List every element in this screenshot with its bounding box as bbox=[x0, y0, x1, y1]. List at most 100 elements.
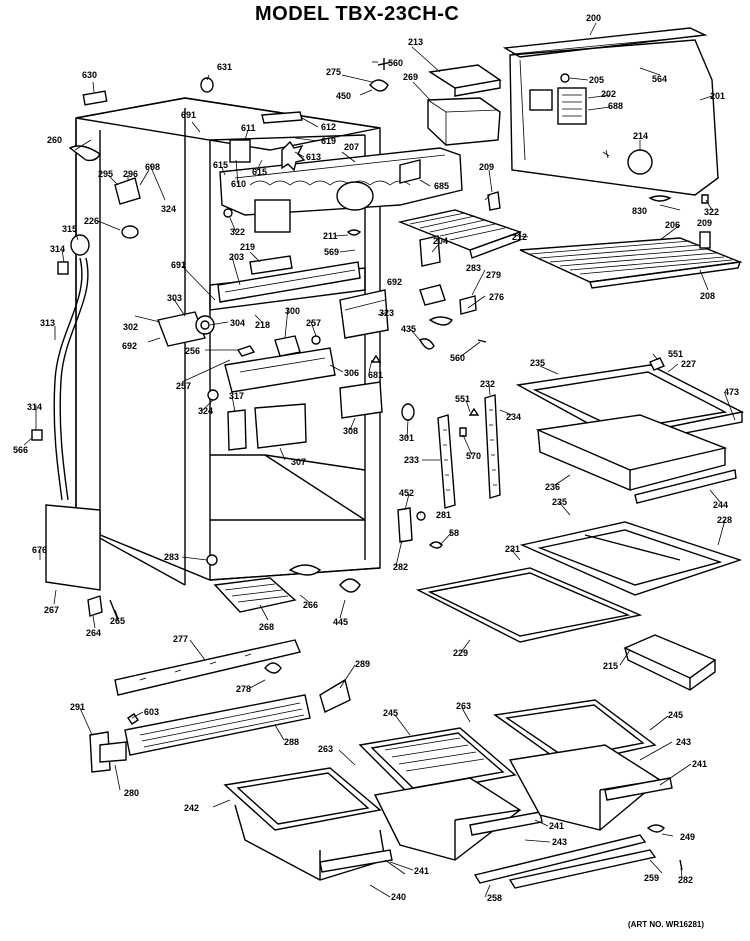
label-229: 229 bbox=[453, 648, 468, 658]
label-692-right: 692 bbox=[387, 277, 402, 287]
label-256: 256 bbox=[185, 346, 200, 356]
label-232: 232 bbox=[480, 379, 495, 389]
meat-pan-242 bbox=[223, 767, 393, 881]
label-314-top: 314 bbox=[50, 244, 65, 254]
bottom-grille-288 bbox=[89, 639, 351, 773]
machine-compartment-parts bbox=[87, 554, 361, 621]
label-226: 226 bbox=[84, 216, 99, 226]
label-289: 289 bbox=[355, 659, 370, 669]
label-213: 213 bbox=[408, 37, 423, 47]
label-279: 279 bbox=[486, 270, 501, 280]
label-263-top: 263 bbox=[456, 701, 471, 711]
label-322-mid: 322 bbox=[230, 227, 245, 237]
label-613: 613 bbox=[306, 152, 321, 162]
control-panel-302 bbox=[157, 311, 301, 357]
label-234: 234 bbox=[506, 412, 521, 422]
label-276: 276 bbox=[489, 292, 504, 302]
pan-cover-245-right bbox=[493, 699, 657, 766]
pan-cover-245-left bbox=[358, 727, 517, 796]
label-615-mid: 615 bbox=[252, 167, 267, 177]
label-215: 215 bbox=[603, 661, 618, 671]
label-473: 473 bbox=[724, 387, 739, 397]
label-313: 313 bbox=[40, 318, 55, 328]
label-315: 315 bbox=[62, 224, 77, 234]
label-323: 323 bbox=[379, 308, 394, 318]
label-231: 231 bbox=[505, 544, 520, 554]
label-551-mid: 551 bbox=[455, 394, 470, 404]
label-249: 249 bbox=[680, 832, 695, 842]
label-206: 206 bbox=[665, 220, 680, 230]
label-241-mid: 241 bbox=[549, 821, 564, 831]
label-303: 303 bbox=[167, 293, 182, 303]
label-564: 564 bbox=[652, 74, 667, 84]
label-266: 266 bbox=[303, 600, 318, 610]
label-58: 58 bbox=[449, 528, 459, 538]
label-324-top: 324 bbox=[161, 204, 176, 214]
label-324-lower: 324 bbox=[198, 406, 213, 416]
label-258: 258 bbox=[487, 893, 502, 903]
label-240: 240 bbox=[391, 892, 406, 902]
label-322-top: 322 bbox=[704, 207, 719, 217]
left-side-parts bbox=[31, 77, 214, 591]
label-300: 300 bbox=[285, 306, 300, 316]
label-265: 265 bbox=[110, 616, 125, 626]
leader-lines bbox=[23, 22, 736, 898]
label-257-upper: 257 bbox=[306, 318, 321, 328]
label-209-mid: 209 bbox=[479, 162, 494, 172]
crisper-drawer-243-right bbox=[508, 744, 673, 831]
crisper-drawer-243-left bbox=[373, 777, 543, 861]
label-227: 227 bbox=[681, 359, 696, 369]
label-211: 211 bbox=[323, 231, 338, 241]
label-235-upper: 235 bbox=[530, 358, 545, 368]
crisper-cover-236 bbox=[535, 414, 737, 504]
art-number: (ART NO. WR16281) bbox=[628, 920, 705, 929]
label-306: 306 bbox=[344, 368, 359, 378]
pan-slides-258-259 bbox=[473, 824, 683, 889]
label-611: 611 bbox=[241, 123, 256, 133]
label-619: 619 bbox=[321, 136, 336, 146]
label-445: 445 bbox=[333, 617, 348, 627]
label-218: 218 bbox=[255, 320, 270, 330]
label-209: 209 bbox=[697, 218, 712, 228]
label-257-lower: 257 bbox=[176, 381, 191, 391]
label-241-low: 241 bbox=[414, 866, 429, 876]
label-566: 566 bbox=[13, 445, 28, 455]
label-201: 201 bbox=[710, 91, 725, 101]
label-269: 269 bbox=[403, 72, 418, 82]
label-241-right: 241 bbox=[692, 759, 707, 769]
label-278: 278 bbox=[236, 684, 251, 694]
label-280: 280 bbox=[124, 788, 139, 798]
label-304: 304 bbox=[230, 318, 245, 328]
label-612: 612 bbox=[321, 122, 336, 132]
label-264: 264 bbox=[86, 628, 101, 638]
label-205: 205 bbox=[589, 75, 604, 85]
ice-tray-212 bbox=[397, 209, 523, 267]
label-307: 307 bbox=[291, 457, 306, 467]
label-301: 301 bbox=[399, 433, 414, 443]
label-288: 288 bbox=[284, 737, 299, 747]
label-560-lower: 560 bbox=[450, 353, 465, 363]
label-308: 308 bbox=[343, 426, 358, 436]
label-245-right: 245 bbox=[668, 710, 683, 720]
label-317: 317 bbox=[229, 391, 244, 401]
label-282-mid: 282 bbox=[393, 562, 408, 572]
shelf-235-lower bbox=[519, 521, 743, 596]
label-698: 698 bbox=[145, 162, 160, 172]
label-214: 214 bbox=[633, 131, 648, 141]
ice-bucket-269 bbox=[369, 58, 502, 146]
label-203: 203 bbox=[229, 252, 244, 262]
label-242: 242 bbox=[184, 803, 199, 813]
label-569: 569 bbox=[324, 247, 339, 257]
label-236: 236 bbox=[545, 482, 560, 492]
label-295: 295 bbox=[98, 169, 113, 179]
label-450: 450 bbox=[336, 91, 351, 101]
label-260: 260 bbox=[47, 135, 62, 145]
label-691-mid: 691 bbox=[171, 260, 186, 270]
label-243-mid: 243 bbox=[552, 837, 567, 847]
label-200: 200 bbox=[586, 13, 601, 23]
shelf-support-rails bbox=[397, 394, 501, 549]
glass-shelf-229 bbox=[415, 567, 643, 643]
label-283-lower: 283 bbox=[164, 552, 179, 562]
label-243-right: 243 bbox=[676, 737, 691, 747]
part-labels: 200 564 201 205 202 688 214 830 322 206 … bbox=[13, 13, 739, 903]
